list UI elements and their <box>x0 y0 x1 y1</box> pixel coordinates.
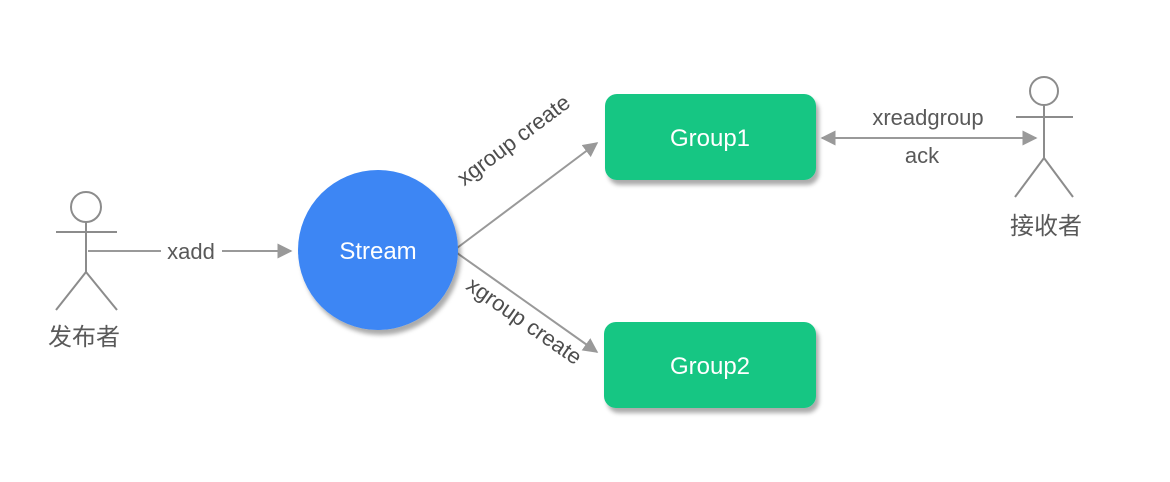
edge-xgroup-create-2-line <box>456 252 599 353</box>
edge-xreadgroup-ack: xreadgroup ack <box>820 105 1038 168</box>
node-publisher-actor: 发布者 <box>48 191 120 351</box>
edge-xgroup-create-1-label: xgroup create <box>452 90 574 191</box>
edge-ack-label: ack <box>905 143 940 168</box>
publisher-label: 发布者 <box>48 324 120 351</box>
receiver-leg-left <box>1014 157 1045 198</box>
edge-xreadgroup-label: xreadgroup <box>872 105 983 130</box>
stream-label: Stream <box>339 238 416 265</box>
receiver-head <box>1029 76 1059 106</box>
publisher-leg-right <box>85 271 118 311</box>
receiver-leg-right <box>1043 157 1074 198</box>
group2-rect <box>604 322 816 408</box>
node-group1: Group1 <box>605 94 816 180</box>
group2-label: Group2 <box>670 353 750 380</box>
publisher-head <box>70 191 102 223</box>
edge-xgroup-create-2: xgroup create <box>456 252 599 370</box>
node-receiver-actor: 接收者 <box>1010 76 1082 240</box>
node-stream: Stream <box>298 170 458 330</box>
receiver-label: 接收者 <box>1010 213 1082 240</box>
stream-circle <box>298 170 458 330</box>
publisher-leg-left <box>55 271 87 311</box>
edge-xadd: xadd <box>88 237 293 264</box>
edge-xgroup-create-1-line <box>456 142 599 249</box>
edge-xadd-label: xadd <box>167 239 215 264</box>
edge-xadd-label-bg <box>161 237 222 264</box>
edge-xgroup-create-2-label: xgroup create <box>462 272 587 370</box>
node-group2: Group2 <box>604 322 816 408</box>
group1-rect <box>605 94 816 180</box>
group1-label: Group1 <box>670 125 750 152</box>
edge-xgroup-create-1: xgroup create <box>452 90 599 249</box>
